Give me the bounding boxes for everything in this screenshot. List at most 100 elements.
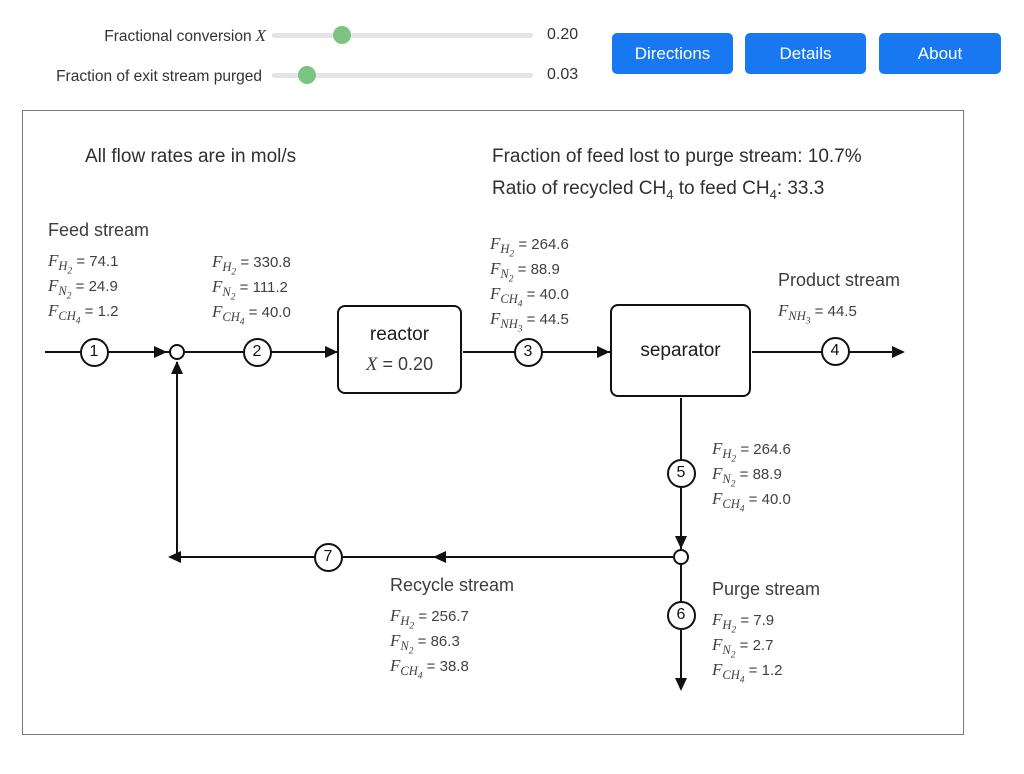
species-subscript: H2 [222,260,237,278]
species-subscript: CH4 [722,497,745,515]
flow-rate-row: FH2 = 330.8 [212,252,291,278]
flow-diagram-canvas [22,110,964,735]
flow-rate-row: FCH4 = 40.0 [490,284,569,310]
species-subscript: H2 [500,242,515,260]
flow-value: 264.6 [531,236,569,253]
arrowhead-into-separator [597,345,610,358]
flow-rate-row: FNH3 = 44.5 [490,309,569,335]
flow-rate-row: FH2 = 7.9 [712,610,775,636]
flow-variable-F: F [48,276,59,295]
flow-value: 40.0 [261,304,291,321]
stream-node-7: 7 [313,542,343,572]
species-subscript: H2 [722,618,737,636]
stream-title: Purge stream [712,579,821,599]
purge-loss-stat: Fraction of feed lost to purge stream: 1… [492,146,862,167]
flow-rate-row: FH2 = 264.6 [712,439,791,465]
arrowhead-recycle-mid [433,550,446,563]
stream-node-5: 5 [666,458,696,488]
flow-value: 44.5 [539,311,569,328]
flow-value: 86.3 [430,633,460,650]
separator-box: separator [610,304,751,397]
purge-fraction-label: Fraction of exit stream purged [56,66,266,86]
arrowhead-recycle-corner [168,550,181,563]
flow-rate-row: FNH3 = 44.5 [778,301,857,327]
arrowhead-recycle-up [170,361,183,374]
splitter-junction [672,548,689,565]
details-button[interactable]: Details [745,33,866,74]
math-symbol-x: X [365,353,378,375]
stream-node-2: 2 [242,337,272,367]
flow-rate-row: FN2 = 88.9 [490,259,560,285]
species-subscript: H2 [58,259,73,277]
recycle-line-horizontal [177,555,673,559]
species-subscript: CH4 [222,310,245,328]
flow-rate-row: FCH4 = 1.2 [48,301,119,327]
about-button[interactable]: About [879,33,1001,74]
flow-rate-row: FH2 = 264.6 [490,234,569,260]
flow-variable-F: F [712,464,723,483]
mixing-point-junction [168,343,185,360]
flow-variable-F: F [212,252,223,271]
flow-variable-F: F [390,656,401,675]
species-subscript: N2 [58,284,72,302]
flow-variable-F: F [712,489,723,508]
species-subscript: N2 [400,639,414,657]
arrowhead-purge-out [674,678,687,691]
equation-text: = 0.20 [377,353,434,374]
recycle-ratio-stat: Ratio of recycled CH4 to feed CH4: 33.3 [492,178,825,202]
flow-rate-row: FCH4 = 38.8 [390,656,469,682]
flow-variable-F: F [212,302,223,321]
stream-title: Feed stream [48,220,150,240]
flow-variable-F: F [390,606,401,625]
flow-variable-F: F [712,635,723,654]
stream-title: Product stream [778,270,901,290]
flow-rate-row: FN2 = 86.3 [390,631,460,657]
flow-variable-F: F [778,301,789,320]
units-note: All flow rates are in mol/s [85,146,297,167]
flow-value: 74.1 [89,253,119,270]
purge-fraction-slider-thumb[interactable] [297,66,316,84]
flow-variable-F: F [48,301,59,320]
flow-value: 111.2 [252,279,288,296]
flow-rate-row: FN2 = 24.9 [48,276,118,302]
species-subscript: NH3 [788,309,811,327]
feed-line [45,350,176,354]
flow-rate-row: FCH4 = 40.0 [212,302,291,328]
flow-variable-F: F [712,660,723,679]
flow-rate-row: FH2 = 74.1 [48,251,119,277]
species-subscript: N2 [500,267,514,285]
flow-variable-F: F [490,259,501,278]
stream-node-3: 3 [513,337,543,367]
purge-fraction-slider-track[interactable] [272,66,533,84]
flow-value: 38.8 [439,658,469,675]
reactor-label: reactor [369,323,430,345]
flow-value: 40.0 [539,286,569,303]
reactor-box: reactor X = 0.20 [337,305,462,394]
directions-button[interactable]: Directions [612,33,733,74]
recycle-line-vertical [175,362,179,557]
flow-variable-F: F [212,277,223,296]
flow-variable-F: F [490,284,501,303]
flow-variable-F: F [490,234,501,253]
flow-rate-row: FN2 = 2.7 [712,635,774,661]
fractional-conversion-slider-thumb[interactable] [332,26,351,44]
arrowhead-into-reactor [325,345,338,358]
stream-node-1: 1 [79,337,109,367]
slider-label-text: Fraction of exit stream purged [56,68,262,85]
species-subscript: CH4 [58,309,81,327]
arrowhead-into-splitter [674,536,687,549]
flow-rate-row: FH2 = 256.7 [390,606,469,632]
fractional-conversion-slider-track[interactable] [272,26,533,44]
arrowhead-product-out [892,345,905,358]
flow-value: 44.5 [827,303,857,320]
stream-node-6: 6 [666,600,696,630]
flow-rate-row: FCH4 = 1.2 [712,660,783,686]
species-subscript: CH4 [500,292,523,310]
flow-value: 88.9 [752,466,782,483]
math-symbol-x: X [255,26,266,45]
